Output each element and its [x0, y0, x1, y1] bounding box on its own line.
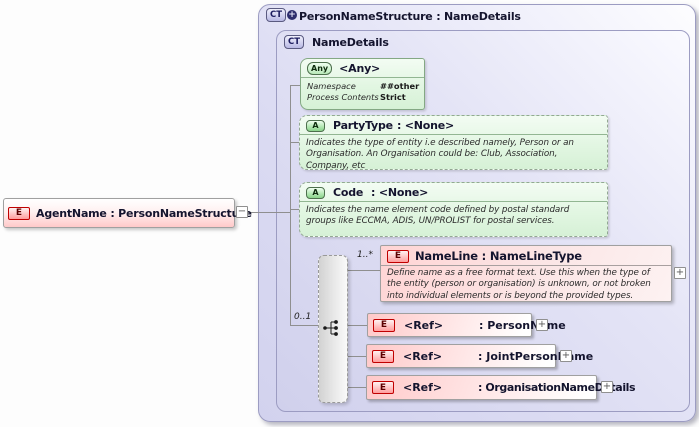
- connector-to-any: [290, 85, 300, 86]
- ref-type: : OrganisationNameDetails: [478, 381, 636, 394]
- attribute-description: Indicates the type of entity i.e describ…: [306, 138, 574, 171]
- attribute-name: Code: [333, 186, 364, 199]
- attribute-type: : <None>: [396, 119, 455, 132]
- collapse-button[interactable]: −: [236, 206, 248, 218]
- connector-to-partytype: [290, 142, 299, 143]
- element-label: AgentName : PersonNameStructure: [36, 206, 252, 220]
- prop-value: Strict: [380, 92, 406, 102]
- cardinality-nameline: 1..*: [357, 250, 373, 260]
- connector-main: [248, 212, 290, 213]
- prop-value: ##other: [380, 81, 420, 91]
- divider: [301, 77, 424, 78]
- container-title: PersonNameStructure : NameDetails: [299, 10, 521, 23]
- ct-icon: CT: [284, 35, 305, 49]
- expand-button-organisationnamedetails[interactable]: +: [601, 381, 613, 393]
- expand-button-jointpersonname[interactable]: +: [560, 350, 572, 362]
- any-icon: Any: [307, 62, 333, 75]
- sequence-indicator-bar[interactable]: [318, 255, 348, 403]
- attribute-box-code[interactable]: A Code : <None> Indicates the name eleme…: [299, 182, 608, 237]
- expand-button-personname[interactable]: +: [536, 319, 548, 331]
- plus-circle-icon: +: [287, 10, 298, 20]
- element-icon: E: [372, 381, 394, 394]
- ref-type: : JointPersonName: [478, 349, 594, 363]
- attribute-type: : <None>: [371, 186, 429, 199]
- element-icon: E: [372, 349, 394, 363]
- divider: [300, 134, 607, 135]
- any-title: <Any>: [339, 62, 381, 75]
- element-label: NameLine : NameLineType: [415, 249, 582, 263]
- connector-to-nameline: [348, 270, 380, 271]
- attribute-icon: A: [306, 119, 325, 132]
- prop-name: Namespace: [307, 81, 356, 91]
- element-ref-organisationnamedetails[interactable]: E <Ref> : OrganisationNameDetails: [366, 375, 636, 400]
- attribute-box-partytype[interactable]: A PartyType : <None> Indicates the type …: [299, 115, 608, 171]
- ref-label: <Ref>: [403, 349, 443, 363]
- element-icon: E: [387, 249, 409, 263]
- connector-to-code: [290, 209, 299, 210]
- element-ref-personname[interactable]: E <Ref> : PersonName: [367, 313, 566, 337]
- connector-trunk: [290, 85, 291, 326]
- ref-label: <Ref>: [404, 318, 444, 332]
- element-box-agentname[interactable]: E AgentName : PersonNameStructure: [3, 198, 252, 228]
- expand-button-nameline[interactable]: +: [674, 267, 686, 279]
- connector-to-organisationnamedetails: [348, 387, 366, 388]
- connector-to-jointpersonname: [348, 356, 366, 357]
- any-wildcard-box[interactable]: Any <Any> Namespace ##other Process Cont…: [300, 58, 425, 110]
- attribute-icon: A: [306, 186, 325, 199]
- attribute-description: Indicates the name element code defined …: [306, 205, 570, 227]
- element-description: Define name as a free format text. Use t…: [387, 268, 651, 301]
- attribute-name: PartyType: [333, 119, 393, 132]
- element-icon: E: [8, 206, 30, 220]
- ref-type: : PersonName: [479, 318, 566, 332]
- element-ref-jointpersonname[interactable]: E <Ref> : JointPersonName: [366, 344, 593, 368]
- cardinality-choice: 0..1: [294, 312, 312, 322]
- divider: [300, 201, 607, 202]
- element-icon: E: [373, 318, 395, 332]
- element-box-nameline[interactable]: E NameLine : NameLineType Define name as…: [380, 245, 672, 302]
- complextype-title: NameDetails: [312, 36, 389, 49]
- connector-to-personname: [348, 325, 367, 326]
- divider: [381, 265, 671, 266]
- ct-icon: CT: [266, 8, 287, 22]
- prop-name: Process Contents: [307, 92, 379, 102]
- ct-plus-badge: CT +: [266, 8, 298, 22]
- ref-label: <Ref>: [403, 381, 443, 394]
- choice-icon: [323, 320, 338, 336]
- connector-to-sequence: [290, 325, 318, 326]
